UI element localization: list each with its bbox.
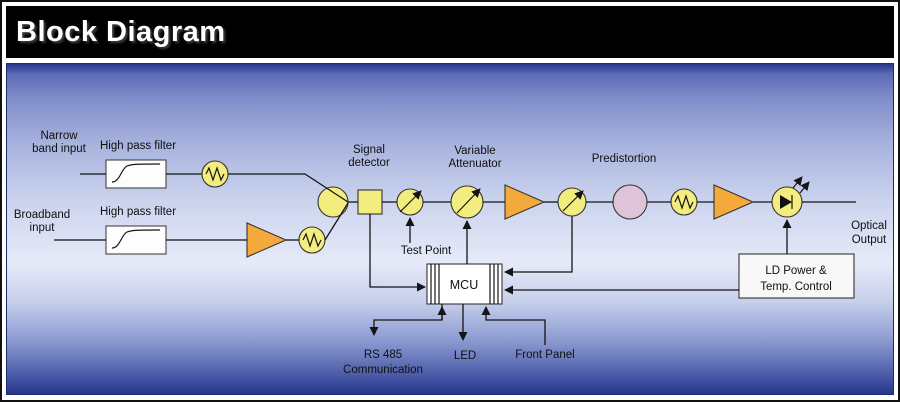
- slide-header: Block Diagram: [6, 6, 894, 58]
- diagram-panel: [6, 63, 894, 395]
- page-title: Block Diagram: [16, 15, 226, 48]
